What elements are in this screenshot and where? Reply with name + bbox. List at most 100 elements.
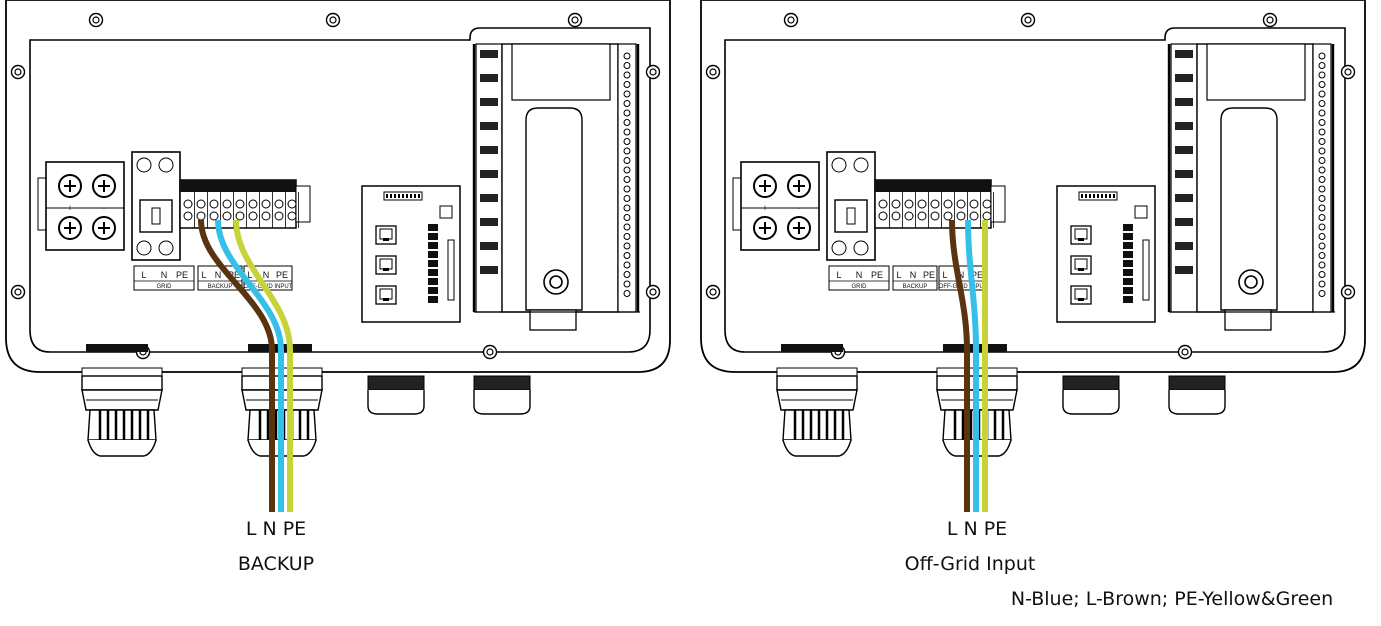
switch-bank — [1123, 278, 1133, 285]
header-strip — [1142, 239, 1150, 301]
terminal-group-label: GRID — [157, 284, 173, 290]
terminal-group-label: BACKUP — [903, 284, 928, 290]
cross-slot-icon — [98, 180, 110, 192]
pcb-terminal — [623, 62, 631, 69]
pin — [1109, 194, 1111, 198]
bottom-connector — [1224, 309, 1272, 331]
pcb-terminal — [623, 90, 631, 98]
terminal-label: L — [942, 270, 947, 280]
pin — [398, 194, 400, 198]
wire — [198, 219, 275, 512]
pcb-terminal — [623, 252, 631, 259]
switch-bank — [1123, 269, 1133, 276]
pcb-text-mark — [1175, 50, 1193, 58]
terminal-hole — [904, 211, 914, 221]
wire — [233, 219, 293, 512]
switch-bank — [428, 242, 438, 249]
pin — [418, 194, 420, 198]
terminal-label: N — [263, 270, 270, 280]
breaker-hole — [831, 240, 847, 256]
pcb-cover — [1220, 107, 1278, 311]
pcb-terminal — [623, 157, 631, 164]
terminal-hole — [930, 199, 940, 209]
terminal-hole — [196, 199, 206, 209]
pcb-terminal — [1318, 185, 1326, 193]
terminal-hole — [261, 199, 271, 209]
terminal-label: L — [896, 270, 901, 280]
caption-terminals: L N PE — [946, 518, 1008, 540]
wire-color-legend: N-Blue; L-Brown; PE-Yellow&Green — [1010, 588, 1334, 610]
breaker-hole — [136, 157, 152, 173]
pcb-terminal — [1318, 214, 1326, 221]
terminal-hole — [209, 199, 219, 209]
terminal-hole — [183, 199, 193, 209]
switch-bank — [1123, 296, 1133, 303]
terminal-label-box — [133, 265, 195, 291]
cable-gland-icon — [80, 374, 164, 458]
pcb-terminal — [1318, 128, 1326, 136]
pcb-text-mark — [1175, 98, 1193, 106]
terminal-hole — [878, 199, 888, 209]
terminal-label: N — [161, 270, 168, 280]
pcb-terminal — [623, 119, 631, 126]
pin — [1113, 194, 1115, 198]
pcb-terminal — [1318, 242, 1326, 250]
pin — [1089, 194, 1091, 198]
caption-port: BACKUP — [237, 553, 315, 575]
pcb-text-mark — [1175, 194, 1193, 202]
pcb-terminal — [1318, 166, 1326, 174]
breaker-hole — [136, 240, 152, 256]
terminal-hole — [196, 211, 206, 221]
switch-bank — [1123, 233, 1133, 240]
pcb-terminal — [623, 214, 631, 221]
pcb-terminal — [1318, 138, 1326, 145]
pcb-text-mark — [480, 266, 498, 274]
pcb-terminal — [1318, 71, 1326, 79]
pcb-text-mark — [480, 242, 498, 250]
switch-bank — [1123, 287, 1133, 294]
pcb-terminal — [623, 52, 631, 60]
dc-terminal-bracket — [732, 177, 742, 231]
terminal-hole — [969, 211, 979, 221]
screw-icon — [10, 64, 26, 80]
screw-icon — [645, 64, 661, 80]
terminal-label: PE — [971, 270, 983, 280]
pin — [410, 194, 412, 198]
pin — [402, 194, 404, 198]
pcb-terminal — [623, 290, 631, 297]
pin — [414, 194, 416, 198]
switch-bank — [428, 224, 438, 231]
terminal-hole — [982, 211, 992, 221]
pcb-text-mark — [1175, 218, 1193, 226]
pcb-text-mark — [480, 98, 498, 106]
screw-icon — [1262, 12, 1278, 28]
pcb-housing-top — [511, 43, 611, 101]
screw-icon — [567, 12, 583, 28]
pin — [1101, 194, 1103, 198]
terminal-hole — [183, 211, 193, 221]
pcb-terminal — [1318, 280, 1326, 288]
pcb-text-mark — [480, 170, 498, 178]
breaker-hole — [853, 157, 869, 173]
screw-icon — [783, 12, 799, 28]
pcb-terminal — [1318, 176, 1326, 183]
blanking-plug-icon — [1168, 375, 1226, 415]
wire — [215, 219, 284, 512]
pcb-terminal — [1318, 109, 1326, 117]
terminal-hole — [969, 199, 979, 209]
terminal-hole — [287, 199, 297, 209]
ac-terminal-top — [875, 180, 991, 192]
pcb-terminal — [1318, 195, 1326, 202]
terminal-label: N — [856, 270, 863, 280]
switch-bank — [1123, 260, 1133, 267]
pcb-terminal — [623, 71, 631, 79]
pin — [1097, 194, 1099, 198]
terminal-hole — [917, 199, 927, 209]
terminal-label: PE — [276, 270, 288, 280]
pcb-text-mark — [1175, 74, 1193, 82]
terminal-hole — [248, 199, 258, 209]
rj45-port-icon — [1070, 255, 1092, 275]
terminal-hole — [274, 211, 284, 221]
pcb-terminal — [623, 280, 631, 288]
